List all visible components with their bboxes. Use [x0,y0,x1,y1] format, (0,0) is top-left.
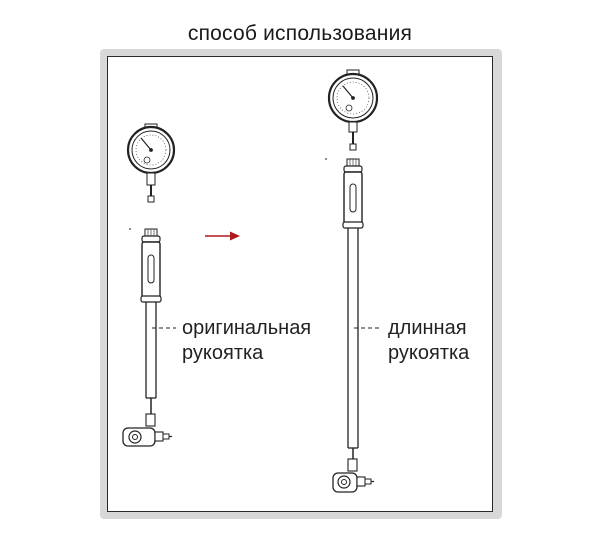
transition-arrow [205,231,240,241]
original-handle-label-line2: рукоятка [182,342,264,364]
original-handle-label: оригинальная рукоятка [182,316,311,366]
original-handle-label-line1: оригинальная [182,317,312,339]
long-handle-label-line2: рукоятка [388,342,470,364]
page-title: способ использования [187,22,413,45]
right-measuring-head [332,458,374,493]
right-dial-indicator [327,69,379,151]
long-handle-label-line1: длинная [388,317,467,339]
long-handle-label: длинная рукоятка [388,316,469,366]
left-measuring-head [122,413,172,447]
left-dial-indicator [126,123,176,203]
right-long-handle [325,158,364,460]
left-original-handle [129,228,162,414]
